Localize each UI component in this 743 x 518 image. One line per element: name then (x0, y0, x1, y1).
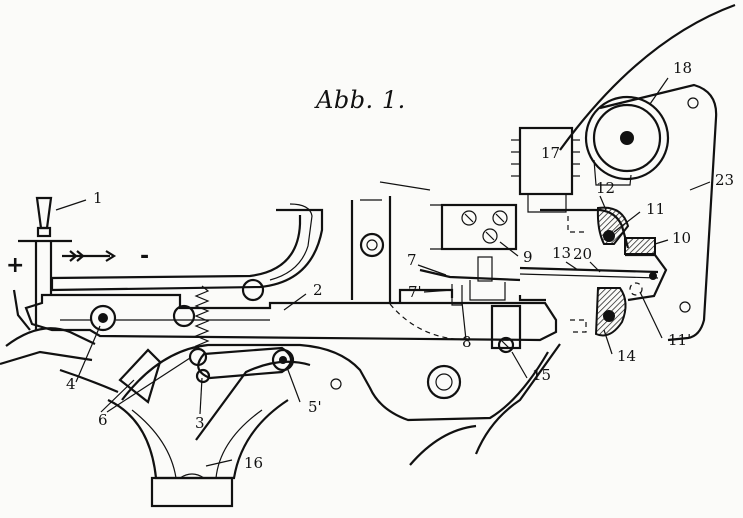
part-label-7: 7 (407, 251, 417, 269)
drum-axle (620, 131, 634, 145)
part-label-1: 1 (93, 189, 103, 207)
part-label-5: 5' (308, 398, 322, 416)
handle-1 (35, 196, 53, 230)
magnet-17 (518, 126, 574, 196)
part-label-3: 3 (195, 414, 205, 432)
part-label-20: 20 (573, 245, 592, 263)
plus-symbol: + (6, 253, 24, 278)
part-label-8: 8 (462, 333, 472, 351)
part-6 (118, 348, 162, 404)
frame-hole-bottom (679, 301, 691, 313)
link-5 (197, 346, 293, 380)
part-label-2: 2 (313, 281, 323, 299)
main-lever-2 (24, 293, 558, 342)
frame-23 (599, 83, 718, 342)
part-label-18: 18 (673, 59, 692, 77)
part-label-9: 9 (523, 248, 533, 266)
spring-3 (194, 285, 210, 353)
minus-symbol: - (140, 244, 149, 269)
part-label-10: 10 (672, 229, 691, 247)
part-label-4: 4 (66, 375, 76, 393)
lever-13 (519, 266, 659, 274)
part-label-23: 23 (715, 171, 734, 189)
part-label-6: 6 (98, 411, 108, 429)
part-label-16: 16 (244, 454, 263, 472)
piece-10 (624, 237, 656, 255)
pivot-4 (89, 304, 117, 332)
part-label-15: 15 (532, 366, 551, 384)
block-9 (440, 203, 518, 251)
drum-18 (584, 95, 670, 181)
casting-column (350, 196, 392, 302)
clamp-15 (490, 304, 522, 350)
casting-lower (121, 343, 549, 422)
casting-upper (50, 208, 324, 292)
part-label-11: 11 (646, 200, 665, 218)
part-label-11p: 11' (668, 331, 691, 349)
part-label-13: 13 (552, 244, 571, 262)
frame-hole-top (687, 97, 699, 109)
part-label-14: 14 (617, 347, 636, 365)
part-label-7p: 7' (408, 283, 422, 301)
figure-caption: Abb. 1. (316, 86, 406, 114)
spring-7 (419, 268, 521, 282)
part-label-17: 17 (541, 144, 560, 162)
outer-arc (559, 3, 736, 151)
part-label-12: 12 (596, 179, 615, 197)
